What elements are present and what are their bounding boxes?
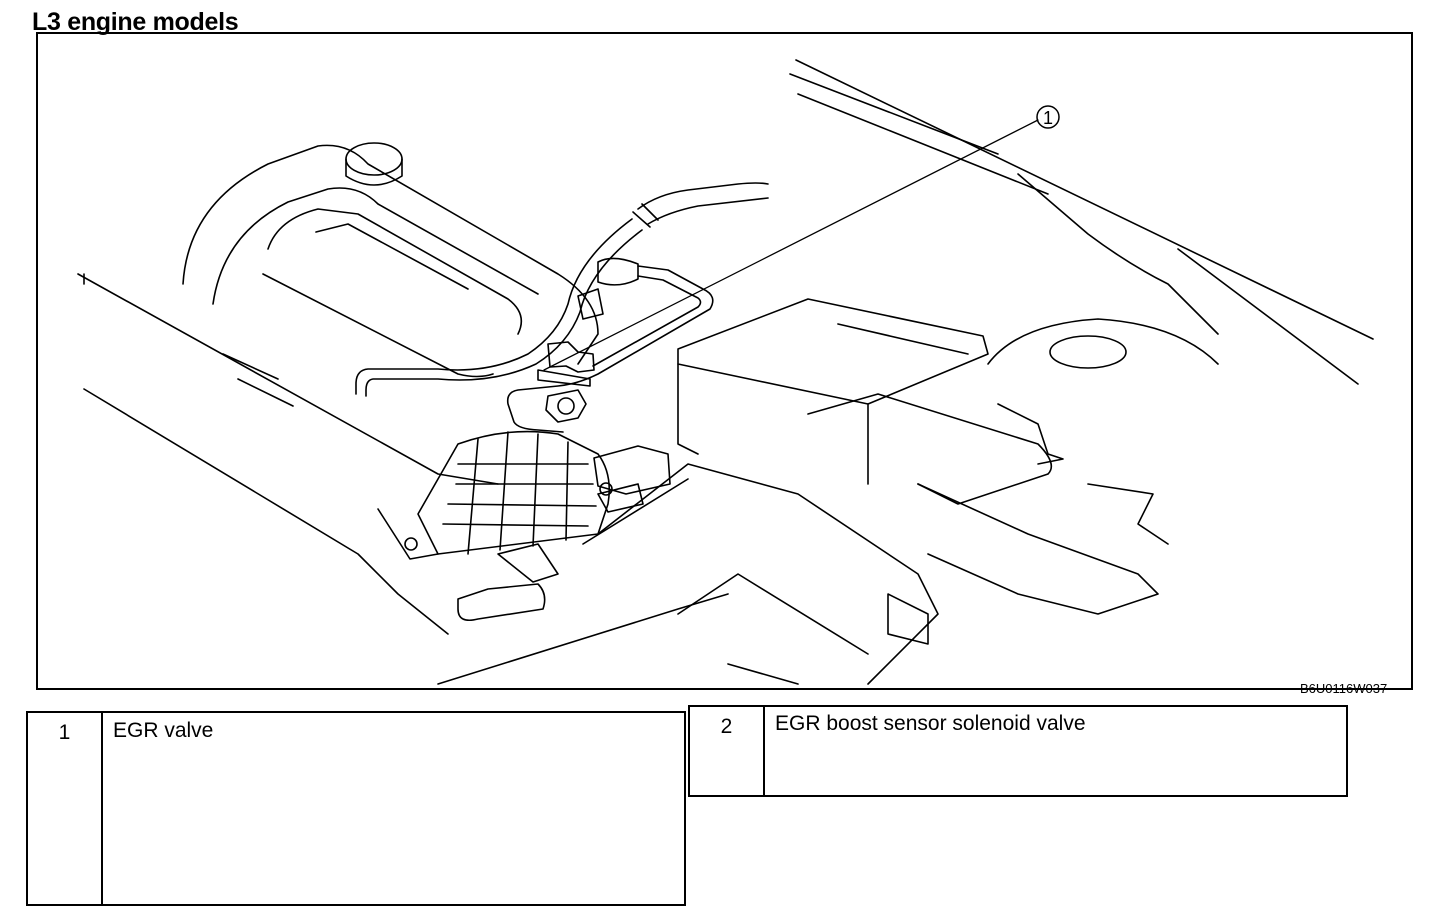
pipe xyxy=(365,229,643,397)
body-line xyxy=(83,388,449,635)
solenoid-valve xyxy=(557,397,575,415)
strut-tower xyxy=(987,318,1219,365)
hose-clamp xyxy=(632,203,659,228)
fender-line xyxy=(797,93,1049,195)
legend-label: EGR boost sensor solenoid valve xyxy=(775,712,1086,735)
intake-duct xyxy=(417,430,611,555)
oil-cap xyxy=(345,142,403,176)
vacuum-hose xyxy=(647,197,769,225)
pipe xyxy=(577,288,604,320)
intake-duct xyxy=(377,508,439,560)
bolt xyxy=(404,537,418,551)
pipe xyxy=(597,257,639,286)
battery-tray xyxy=(887,593,929,645)
engine-illustration: 1 xyxy=(36,32,1413,690)
battery-tray xyxy=(1087,483,1169,545)
body-line xyxy=(77,273,499,485)
callout-number: 1 xyxy=(1043,108,1053,128)
fender-line xyxy=(1017,173,1219,335)
hood-edge-line xyxy=(789,73,999,155)
electrical-connector xyxy=(597,483,644,513)
bracket xyxy=(457,583,546,622)
air-cleaner xyxy=(677,573,869,655)
intake-duct xyxy=(467,431,569,555)
hood-edge-line xyxy=(795,59,1374,340)
bracket xyxy=(497,543,559,583)
body-line xyxy=(222,353,279,380)
legend-number: 1 xyxy=(28,713,103,904)
body-line xyxy=(237,378,294,407)
hood-edge-line xyxy=(1177,248,1359,385)
battery xyxy=(837,323,969,355)
battery xyxy=(677,298,989,405)
bolt xyxy=(599,482,613,496)
pipe xyxy=(506,265,714,433)
engine-cover xyxy=(182,144,599,365)
battery-tray xyxy=(807,393,1053,505)
egr-valve xyxy=(547,341,595,373)
battery xyxy=(677,363,699,455)
engine-cover-inner xyxy=(315,223,469,290)
legend-number: 2 xyxy=(690,707,765,795)
oil-cap xyxy=(345,158,403,186)
egr-valve xyxy=(537,369,591,387)
battery-tray xyxy=(917,483,1159,615)
solenoid-valve xyxy=(545,389,587,423)
pipe xyxy=(355,218,633,395)
legend-table-item-2: 2 EGR boost sensor solenoid valve xyxy=(688,705,1348,797)
legend-label: EGR valve xyxy=(113,719,214,742)
body-line xyxy=(727,663,799,685)
body-line xyxy=(437,593,729,685)
strut-hole xyxy=(1049,335,1127,369)
battery-tray xyxy=(997,403,1064,465)
air-cleaner xyxy=(582,478,689,545)
figure-code: B6U0116W037 xyxy=(1300,681,1388,696)
electrical-connector xyxy=(593,445,671,495)
pipe xyxy=(592,275,702,367)
callout-circle xyxy=(1036,105,1060,129)
engine-cover-inner xyxy=(262,273,494,378)
legend-table-item-1: 1 EGR valve xyxy=(26,711,686,906)
engine-cover xyxy=(212,187,539,305)
vacuum-hose xyxy=(637,182,769,210)
callout-leader xyxy=(543,119,1039,371)
intake-duct xyxy=(442,463,597,527)
page-title: L3 engine models xyxy=(32,8,239,36)
engine-cover-inner xyxy=(267,208,523,335)
air-cleaner xyxy=(597,463,939,685)
